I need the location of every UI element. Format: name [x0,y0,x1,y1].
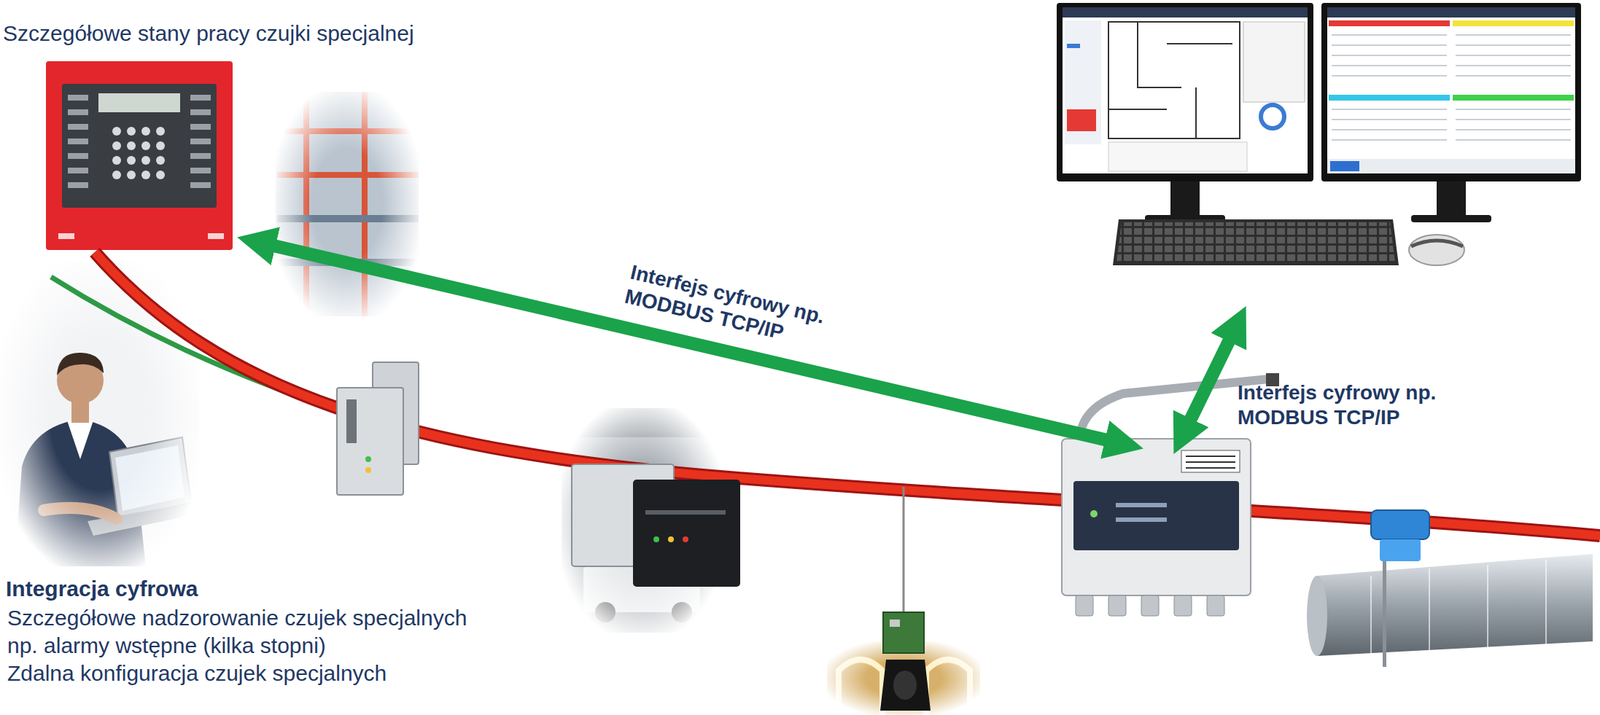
interface-arrow [1185,331,1234,430]
parking-detector [571,464,741,588]
duct-detector [1306,510,1593,668]
bullet-text: np. alarmy wstępne (kilka stopni) [7,632,326,660]
green-cable [51,277,504,449]
detection-pipe [94,252,1600,537]
bullet-text: Szczegółowe nadzorowanie czujek specjaln… [7,605,467,632]
monitors [1056,2,1582,266]
sounder [880,487,931,712]
pipe-outline [94,252,1600,537]
interface-label: Interfejs cyfrowy np. MODBUS TCP/IP [622,260,869,364]
interface-label: Interfejs cyfrowy np. MODBUS TCP/IP [1237,380,1479,430]
fire-alarm-panel [45,61,233,251]
section-heading: Integracja cyfrowa [5,576,198,603]
interface-arrow [263,243,1117,443]
bullet-text: Zdalna konfiguracja czujek specjalnych [7,660,387,687]
page-title: Szczegółowe stany pracy czujki specjalne… [2,20,415,47]
industrial-photo [275,91,419,317]
detector-units [336,362,419,496]
